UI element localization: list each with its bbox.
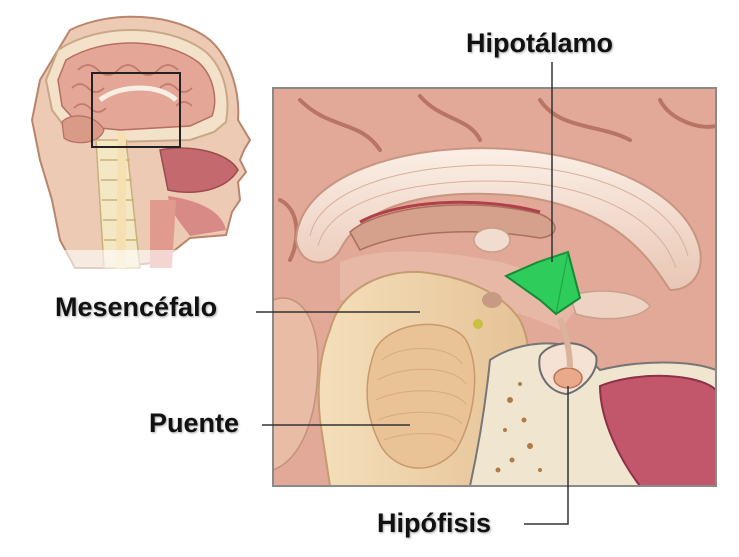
label-pituitary: Hipófisis <box>377 508 491 539</box>
label-hypothalamus: Hipotálamo <box>466 28 613 59</box>
label-pons: Puente <box>149 408 239 439</box>
pituitary-gland <box>554 368 582 388</box>
head-inset-illustration <box>30 17 260 272</box>
zoomed-brain-section <box>273 88 716 486</box>
label-midbrain: Mesencéfalo <box>55 292 217 323</box>
